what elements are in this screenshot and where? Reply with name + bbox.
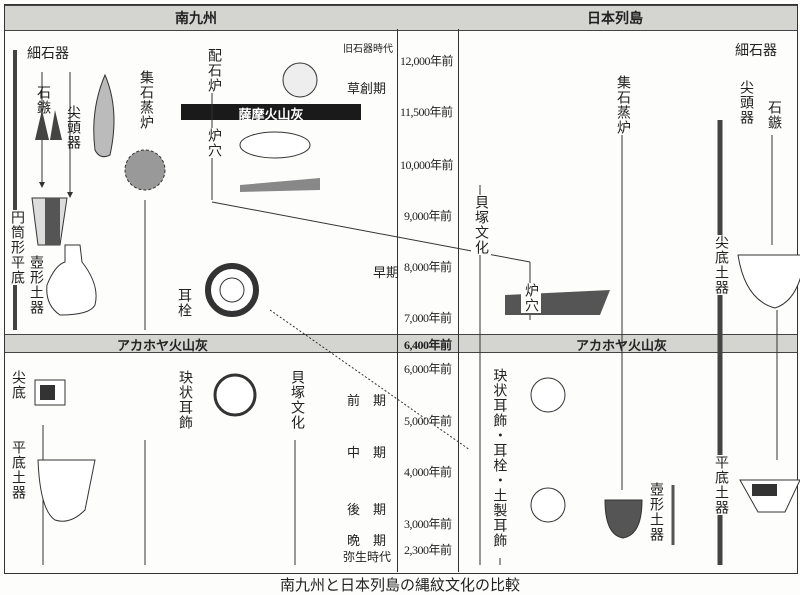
sk-ear-plug: 耳栓 xyxy=(176,288,192,318)
period-incipient: 草創期 xyxy=(347,82,387,97)
year-label: 11,500年前 xyxy=(400,105,453,119)
jp-point: 尖頭器 xyxy=(738,80,754,125)
figure-caption: 南九州と日本列島の縄紋文化の比較 xyxy=(279,576,520,594)
year-label: 9,000年前 xyxy=(404,209,452,223)
jp-arrowhead: 石鏃 xyxy=(764,100,784,130)
sk-cylinder-pot: 円筒形平底 xyxy=(7,210,27,285)
period-paleolithic: 旧石器時代 xyxy=(343,44,393,55)
year-label: 7,000年前 xyxy=(404,311,452,325)
sk-stone-hearth: 配石炉 xyxy=(204,48,224,93)
jp-earrings: 玦状耳飾・耳栓・土製耳飾 xyxy=(491,368,507,558)
year-label: 6,000年前 xyxy=(404,362,452,376)
akahoya-band xyxy=(5,334,797,353)
period-middle: 中 期 xyxy=(347,446,387,461)
sk-stone-oven: 集石蒸炉 xyxy=(138,70,154,130)
sk-pointed-base: 尖底 xyxy=(10,370,26,400)
jp-pit-hearth: 炉穴 xyxy=(521,283,541,313)
jp-flat-pot: 平底土器 xyxy=(711,455,731,515)
diagram-frame xyxy=(4,4,798,574)
header-south-kyushu: 南九州 xyxy=(175,11,217,27)
year-label: 4,000年前 xyxy=(404,465,452,479)
jp-stone-oven: 集石蒸炉 xyxy=(613,75,633,135)
year-label: 12,000年前 xyxy=(400,54,454,68)
period-initial: 早期 xyxy=(373,266,400,281)
period-yayoi: 弥生時代 xyxy=(343,550,392,564)
jp-jar-pot: 壺形土器 xyxy=(648,482,664,542)
divider xyxy=(458,29,459,572)
year-label: 8,000年前 xyxy=(404,260,452,274)
jp-pointed-pot: 尖底土器 xyxy=(711,235,731,295)
year-label: 2,300年前 xyxy=(404,543,452,557)
sk-pit-hearth: 炉穴 xyxy=(204,128,224,158)
sk-shell-culture: 貝塚文化 xyxy=(287,370,307,430)
jp-shell-culture: 貝塚文化 xyxy=(471,195,491,255)
period-final: 晩 期 xyxy=(347,534,387,549)
period-early: 前 期 xyxy=(347,394,387,409)
sk-slit-earring: 玦状耳飾 xyxy=(177,370,193,430)
jp-microlith: 細石器 xyxy=(735,43,777,59)
akahoya-ash-left: アカホヤ火山灰 xyxy=(117,339,209,354)
sk-arrowhead: 石鏃 xyxy=(35,85,51,115)
satsuma-ash-label: 薩摩火山灰 xyxy=(181,104,361,123)
point-artifact xyxy=(93,73,115,158)
sk-jar-pot: 壺形土器 xyxy=(28,255,44,315)
sk-flat-pot: 平底土器 xyxy=(10,440,26,500)
sk-microlith: 細石器 xyxy=(27,46,69,62)
year-label: 6,400年前 xyxy=(404,338,452,352)
header-band xyxy=(5,5,797,31)
year-label: 10,000年前 xyxy=(400,158,454,172)
year-label: 3,000年前 xyxy=(404,517,452,531)
period-late: 後 期 xyxy=(347,503,387,518)
header-japan: 日本列島 xyxy=(587,11,643,27)
sk-point: 尖頭器 xyxy=(65,105,81,150)
divider xyxy=(397,29,398,572)
